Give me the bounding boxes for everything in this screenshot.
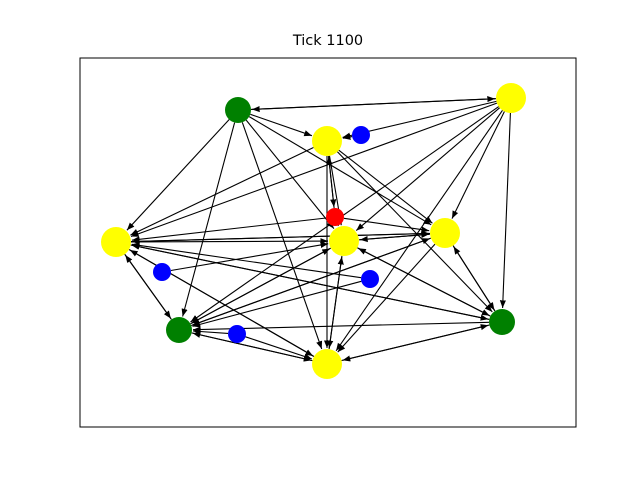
edge-g2-y6 xyxy=(191,332,312,362)
edge-y2-y3 xyxy=(130,102,498,238)
figure-title: Tick 1100 xyxy=(292,33,364,49)
edge-g1-y6 xyxy=(241,122,323,350)
node-blue-b4 xyxy=(228,325,246,343)
edge-b2-y4 xyxy=(170,241,329,272)
edge-r1-y3 xyxy=(131,217,327,243)
node-red-r1 xyxy=(326,208,344,226)
node-yellow-y2 xyxy=(496,83,526,113)
edge-g1-y2 xyxy=(250,95,496,110)
edges-layer xyxy=(124,95,511,362)
edge-y2-g3 xyxy=(499,112,511,309)
edge-g1-y4 xyxy=(245,119,335,229)
edge-g3-y6 xyxy=(342,324,490,362)
node-green-g2 xyxy=(166,317,192,343)
edge-y6-y4 xyxy=(328,256,344,350)
node-blue-b1 xyxy=(352,126,370,144)
edge-b4-y6 xyxy=(245,336,312,360)
edge-y1-y5 xyxy=(338,149,433,224)
node-yellow-y5 xyxy=(430,218,460,248)
edge-y3-y4 xyxy=(130,238,329,245)
edge-y2-y4 xyxy=(355,107,500,232)
edge-b3-g2 xyxy=(192,280,362,328)
edge-g1-y3 xyxy=(126,119,230,231)
node-blue-b2 xyxy=(153,263,171,281)
edge-g1-y1 xyxy=(250,113,313,137)
edge-r1-y1 xyxy=(326,156,335,209)
node-yellow-y3 xyxy=(101,227,131,257)
edge-y1-g3 xyxy=(337,151,493,313)
edge-b1-y1 xyxy=(342,133,353,140)
node-green-g1 xyxy=(225,97,251,123)
edge-g1-y5 xyxy=(248,116,432,226)
edge-b3-y3 xyxy=(131,242,362,279)
edge-y2-g2 xyxy=(190,106,500,323)
node-blue-b3 xyxy=(361,270,379,288)
edge-g2-y4 xyxy=(190,248,331,325)
edge-g3-y3 xyxy=(131,243,490,320)
edge-g1-g2 xyxy=(181,122,236,317)
nodes-layer xyxy=(101,83,526,379)
node-yellow-y1 xyxy=(312,126,342,156)
edge-y5-y3 xyxy=(131,232,431,245)
edge-g2-y3 xyxy=(124,254,172,320)
edge-g3-y4 xyxy=(357,247,491,317)
node-yellow-y4 xyxy=(329,226,359,256)
edge-g3-y5 xyxy=(453,246,496,312)
edge-y1-y3 xyxy=(130,147,314,236)
edge-y2-y5 xyxy=(451,111,505,219)
edge-y2-y6 xyxy=(335,109,503,352)
edge-y5-y4 xyxy=(359,233,431,243)
node-yellow-y6 xyxy=(312,349,342,379)
node-green-g3 xyxy=(489,309,515,335)
edge-r1-y5 xyxy=(343,217,430,233)
